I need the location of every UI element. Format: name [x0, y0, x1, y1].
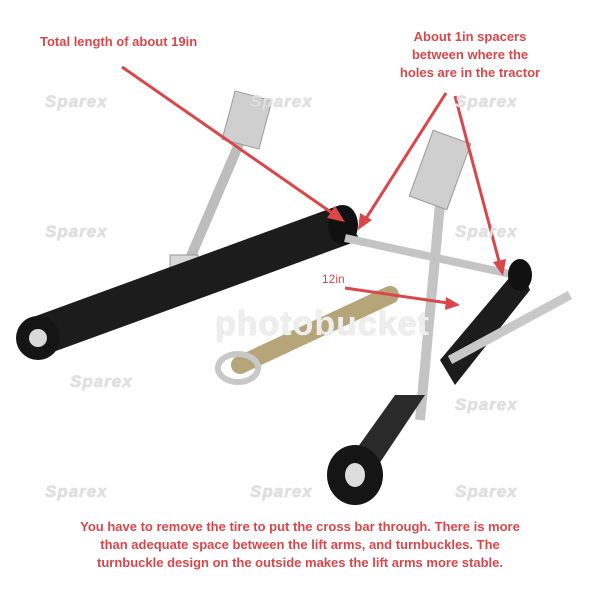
watermark: Sparex — [45, 482, 108, 501]
watermark: Sparex — [250, 92, 313, 111]
spacers-line: holes are in the tractor — [399, 65, 541, 80]
photobucket-watermark: photobucket — [215, 305, 430, 343]
spacers-line: between where the — [411, 47, 529, 62]
watermark: Sparex — [45, 92, 108, 111]
left-lower-arm — [16, 205, 360, 360]
caption-line: You have to remove the tire to put the c… — [80, 519, 520, 534]
spacers-label: About 1in spacers between where the hole… — [370, 28, 570, 82]
spacers-line: About 1in spacers — [413, 29, 527, 44]
cross-bar-length-label: 12in — [322, 272, 345, 286]
caption: You have to remove the tire to put the c… — [0, 518, 600, 572]
cross-bar — [344, 234, 516, 279]
watermark: Sparex — [45, 222, 108, 241]
watermark: Sparex — [455, 92, 518, 111]
caption-line: turnbuckle design on the outside makes t… — [97, 555, 503, 570]
watermark: Sparex — [70, 372, 133, 391]
watermark: Sparex — [455, 222, 518, 241]
watermark: Sparex — [455, 482, 518, 501]
watermark: Sparex — [250, 482, 313, 501]
total-length-label: Total length of about 19in — [40, 34, 198, 49]
caption-line: than adequate space between the lift arm… — [100, 537, 500, 552]
center-top-link — [215, 286, 399, 385]
annotation-arrows — [121, 65, 506, 310]
watermark: Sparex — [455, 395, 518, 414]
right-assembly — [327, 129, 573, 505]
